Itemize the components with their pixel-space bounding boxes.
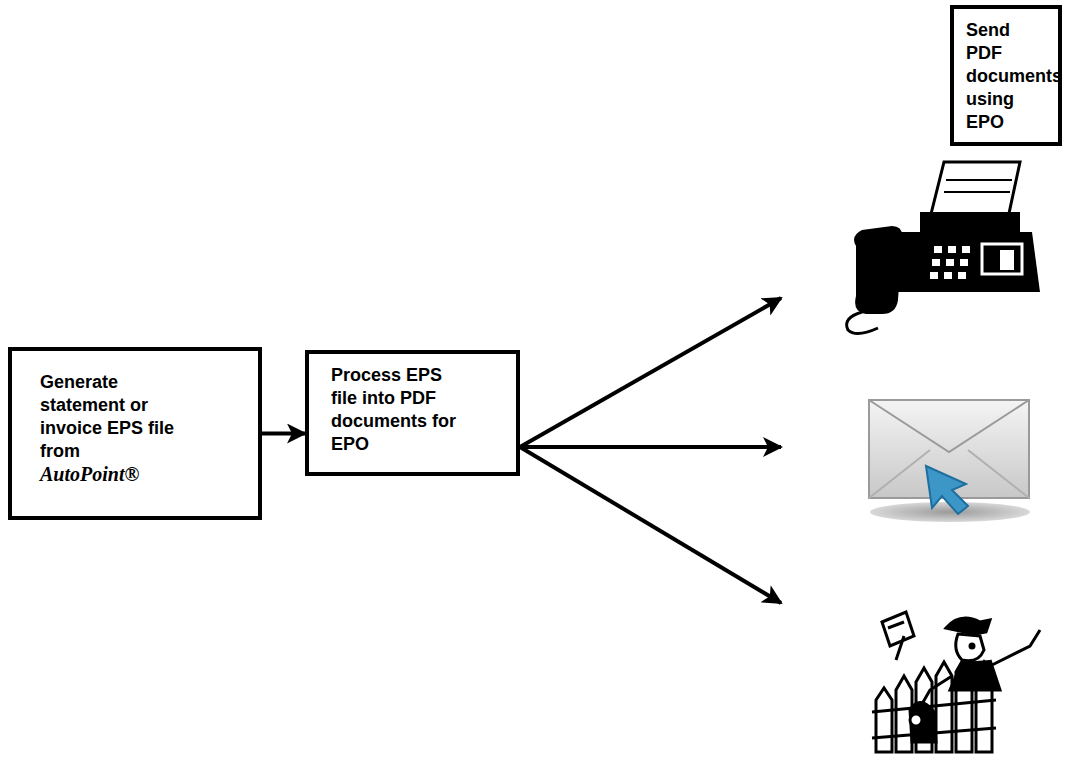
mail-delivery-icon	[872, 612, 1040, 752]
delivery-arrows	[520, 298, 781, 603]
process-box-text: Generate statement or invoice EPS file f…	[40, 371, 182, 463]
process-box: Process EPS file into PDF documents for …	[305, 350, 520, 476]
mail-arrow	[520, 447, 781, 603]
process-box-text: Process EPS file into PDF documents for …	[331, 364, 461, 456]
process-box: Generate statement or invoice EPS file f…	[8, 347, 262, 520]
email-arrow	[520, 445, 781, 449]
fax-arrow	[520, 298, 781, 447]
email-icon	[869, 400, 1030, 522]
box-text: Send PDF documents using EPO	[966, 19, 1050, 134]
fax-icon	[847, 162, 1040, 334]
product-name: AutoPoint®	[40, 463, 182, 486]
process-box: Send PDF documents using EPO	[950, 5, 1062, 146]
flow-arrow	[262, 432, 305, 436]
